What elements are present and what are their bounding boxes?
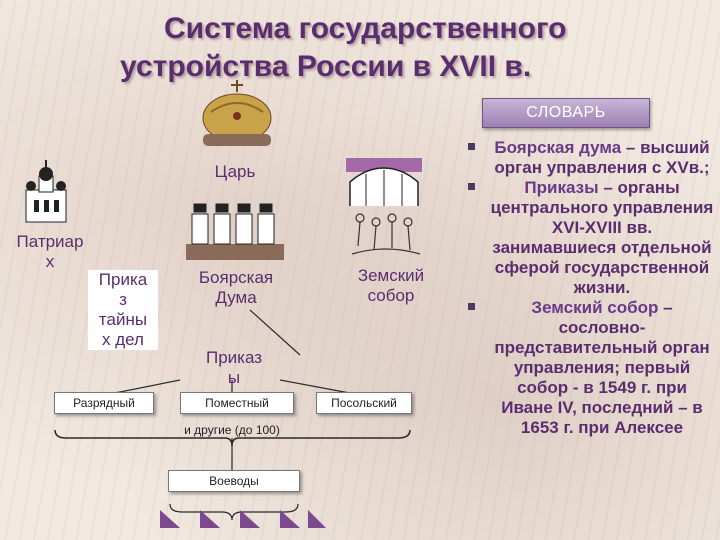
cathedral-icon (25, 160, 67, 223)
dictionary-list: Боярская дума – высший орган управления … (468, 138, 714, 438)
voevody-box: Воеводы (168, 470, 300, 492)
dictionary-definition: – органы центрального управления XVI-XVI… (490, 178, 714, 297)
dictionary-item-prikazy: Приказы – органы центрального управления… (468, 178, 714, 298)
dictionary-definition: – высший орган управления с XVв.; (494, 138, 710, 177)
dictionary-button[interactable]: СЛОВАРЬ (482, 98, 650, 128)
title-line-1: Система государственного (164, 12, 567, 45)
assembly-icon (351, 213, 421, 255)
dictionary-item-zemsky-sobor: Земский собор – сословно-представительны… (468, 298, 714, 438)
tsar-label: Царь (214, 162, 256, 181)
boyars-icon (186, 203, 284, 260)
secret-prikaz-label: Прика з тайны х дел (88, 270, 158, 350)
zemsky-sobor-label: Земский собор (357, 266, 425, 305)
title-line-2: устройства России в XVII в. (120, 50, 532, 83)
arch-icon (346, 158, 422, 206)
others-label: и другие (до 100) (184, 423, 280, 437)
dictionary-definition: – сословно-представительный орган управл… (494, 298, 710, 437)
boyar-duma-label: Боярская Дума (198, 268, 274, 307)
dictionary-term: Земский собор (531, 298, 659, 317)
bullet-icon (468, 183, 475, 190)
crown-icon (202, 80, 272, 146)
dictionary-item-boyar-duma: Боярская дума – высший орган управления … (468, 138, 714, 178)
wedge-markers (160, 510, 326, 528)
bullet-icon (468, 143, 475, 150)
bullet-icon (468, 303, 475, 310)
pomestny-box: Поместный (180, 392, 294, 414)
prikazy-label: Приказ ы (205, 348, 263, 387)
page-title: Система государственного устройства Росс… (120, 10, 620, 86)
dictionary-term: Боярская дума (494, 138, 622, 157)
posolsky-box: Посольский (316, 392, 412, 414)
dictionary-term: Приказы (524, 178, 599, 197)
patriarch-label: Патриар х (16, 232, 84, 271)
razryadny-box: Разрядный (54, 392, 154, 414)
